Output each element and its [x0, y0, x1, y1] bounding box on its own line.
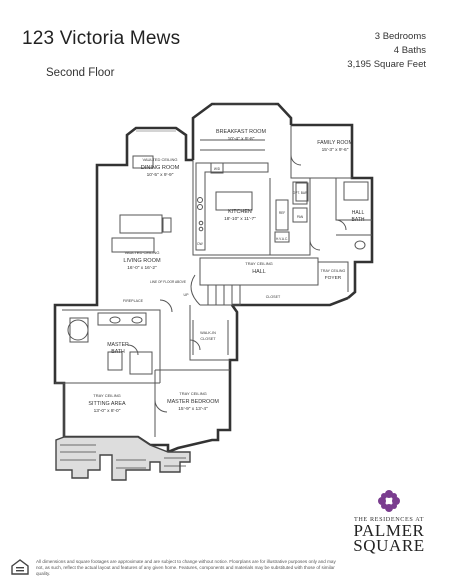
ref-label: REF	[279, 211, 285, 215]
dining-room-name: DINING ROOM	[141, 165, 180, 171]
hvac-label: H.V.A.C.	[276, 237, 288, 241]
disclaimer-text: All dimensions and square footages are a…	[36, 559, 336, 576]
opt-bar-label: OPT. BAR	[293, 191, 308, 195]
master-bedroom-dims: 15'-9" x 13'-4"	[178, 406, 208, 412]
master-bedroom-name: MASTER BEDROOM	[167, 399, 219, 405]
square-feet: 3,195 Square Feet	[347, 59, 426, 70]
master-bath-name: MASTER	[107, 342, 129, 348]
walk-in-closet-name2: CLOSET	[200, 337, 216, 341]
closet-label: CLOSET	[266, 295, 281, 299]
hall-name: HALL	[252, 269, 266, 275]
pan-label: PAN	[297, 215, 304, 219]
flower-emblem-icon	[378, 490, 400, 512]
baths-count: 4 Baths	[393, 45, 426, 56]
floor-label: Second Floor	[46, 67, 115, 79]
master-bath-name2: BATH	[111, 349, 125, 355]
kitchen-name: KITCHEN	[228, 209, 252, 215]
fireplace-label: FIREPLACE	[123, 299, 144, 303]
living-room-note: VAULTED CEILING	[125, 250, 160, 255]
breakfast-room-name: BREAKFAST ROOM	[216, 129, 266, 135]
logo-line-2: SQUARE	[353, 536, 425, 555]
line-of-floor-above-label: LINE OF FLOOR ABOVE	[150, 280, 186, 284]
family-room-name: FAMILY ROOM	[317, 140, 353, 146]
wd-label: W/D	[214, 167, 221, 171]
breakfast-room-dims: 10'-4" x 9'-8"	[228, 136, 255, 142]
dining-room-note: VAULTED CEILING	[143, 157, 178, 162]
foyer-name: FOYER	[325, 275, 342, 281]
walk-in-closet-name: WALK-IN	[200, 331, 216, 335]
dw-label: DW	[197, 242, 202, 246]
dining-room-dims: 10'-5" x 9'-9"	[147, 172, 174, 178]
bedrooms-count: 3 Bedrooms	[374, 31, 426, 42]
hall-note: TRAY CEILING	[245, 261, 272, 266]
sitting-area-dims: 13'-0" x 8'-0"	[94, 408, 121, 414]
living-room-name: LIVING ROOM	[123, 258, 161, 264]
palmer-square-logo: THE RESIDENCES AT PALMER SQUARE	[348, 488, 430, 555]
hall-bath-name2: BATH	[352, 217, 365, 223]
footer: All dimensions and square footages are a…	[0, 556, 450, 584]
equal-housing-icon	[11, 559, 29, 575]
kitchen-dims: 18'-10" x 11'-7"	[224, 216, 256, 222]
master-bedroom-note: TRAY CEILING	[179, 391, 206, 396]
family-room-dims: 15'-3" x 9'-6"	[322, 147, 349, 153]
foyer-note: TRAY CEILING	[321, 269, 346, 273]
logo-line-1: PALMER	[353, 521, 425, 540]
unit-specs: 3 Bedrooms 4 Baths 3,195 Square Feet	[347, 30, 426, 72]
hall-bath-name: HALL	[352, 210, 365, 216]
logo-subtitle: THE RESIDENCES AT	[353, 516, 424, 523]
stair-up-label: UP	[184, 293, 190, 297]
living-room-dims: 16'-0" x 16'-2"	[127, 265, 157, 271]
page-title: 123 Victoria Mews	[22, 28, 181, 49]
sitting-area-note: TRAY CEILING	[93, 393, 120, 398]
sitting-area-name: SITTING AREA	[88, 401, 126, 407]
